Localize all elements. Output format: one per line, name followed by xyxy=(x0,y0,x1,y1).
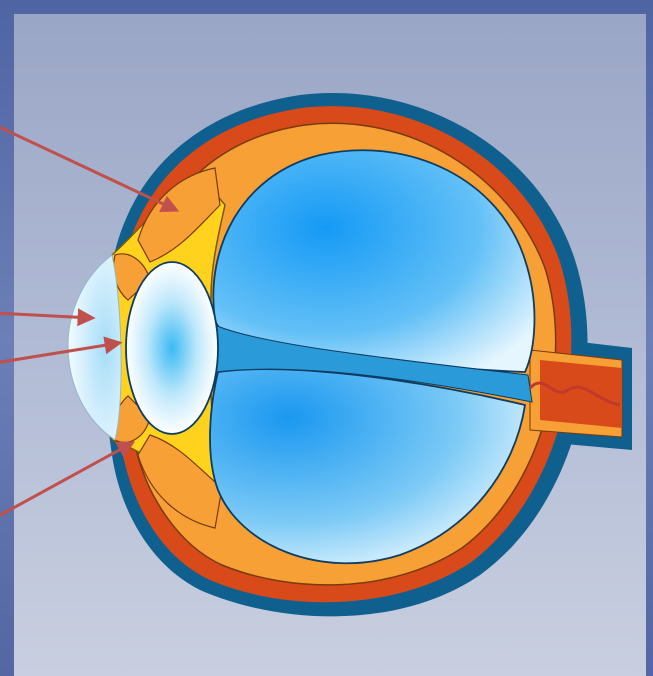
pointer-arrow-4 xyxy=(0,443,132,518)
lens xyxy=(126,262,218,434)
optic-nerve-sheath xyxy=(540,360,622,428)
pointer-arrow-1 xyxy=(0,125,176,210)
